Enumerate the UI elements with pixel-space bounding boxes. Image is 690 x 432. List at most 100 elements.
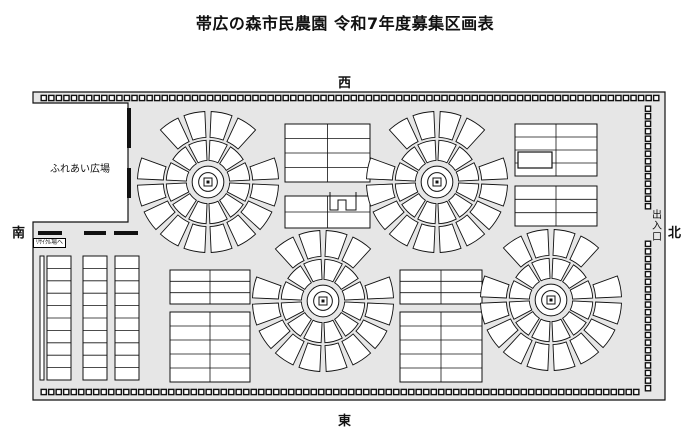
fence-segment-west xyxy=(184,94,191,102)
fence-segment-west xyxy=(123,94,131,102)
circle-cluster-4-plot xyxy=(486,318,519,349)
fence-segment-west xyxy=(138,94,146,102)
circle-cluster-3-plot xyxy=(274,236,305,269)
fence-segment-east xyxy=(602,388,610,396)
fence-segment-west xyxy=(547,94,554,102)
fence-segment-north-upper xyxy=(644,112,652,120)
fence-segment-west xyxy=(214,94,221,102)
circle-cluster-4-plot xyxy=(502,235,533,268)
circle-cluster-2-plot xyxy=(394,162,419,182)
circle-cluster-2-plot xyxy=(366,183,396,207)
fence-segment-east xyxy=(152,388,160,396)
fence-segment-east xyxy=(272,388,280,396)
fence-segment-east xyxy=(212,388,220,396)
circle-cluster-1-plot xyxy=(226,214,257,247)
fence-segment-east xyxy=(587,388,595,396)
circle-cluster-3-plot xyxy=(298,342,322,372)
fence-segment-east xyxy=(310,388,318,396)
fence-segment-east xyxy=(415,388,423,396)
fence-segment-east xyxy=(505,388,513,396)
circle-cluster-4-plot xyxy=(508,300,533,320)
circle-cluster-4-plot xyxy=(569,300,594,320)
circle-cluster-3-plot xyxy=(258,319,291,350)
circle-cluster-1-plot xyxy=(188,200,208,225)
fence-segment-west xyxy=(108,94,116,102)
fence-segment-west xyxy=(584,94,592,102)
circle-cluster-3-plot xyxy=(252,276,282,300)
fence-segment-east xyxy=(265,388,273,396)
fence-segment-east xyxy=(137,388,145,396)
fence-segment-west xyxy=(615,94,622,102)
circle-cluster-4-plot xyxy=(569,332,600,365)
fence-segment-west xyxy=(93,94,101,102)
fence-segment-west xyxy=(229,94,237,102)
circle-cluster-2-plot xyxy=(366,157,396,181)
fence-segment-west xyxy=(176,94,184,102)
fence-segment-east xyxy=(475,388,483,396)
circle-cluster-4-plot xyxy=(552,341,576,371)
fence-segment-north-lower xyxy=(644,324,652,331)
fence-segment-east xyxy=(617,388,625,396)
fence-segment-west xyxy=(85,94,93,102)
fence-segment-north-upper xyxy=(644,165,652,173)
fence-segment-east xyxy=(55,388,63,396)
south-fence-bar xyxy=(38,231,62,235)
fence-segment-east xyxy=(467,388,475,396)
fence-segment-east xyxy=(122,388,130,396)
fence-segment-west xyxy=(531,94,539,102)
fence-segment-west xyxy=(463,94,471,102)
fence-segment-west xyxy=(448,94,456,102)
fence-segment-east xyxy=(242,388,250,396)
circle-cluster-2-plot xyxy=(478,183,508,207)
fence-segment-west xyxy=(652,94,660,102)
fence-segment-east xyxy=(572,388,580,396)
fence-segment-west xyxy=(169,94,176,102)
fence-segment-west xyxy=(327,94,335,102)
fence-segment-west xyxy=(539,94,547,102)
fence-segment-north-lower xyxy=(644,286,652,293)
fence-segment-west xyxy=(509,94,516,102)
fence-segment-west xyxy=(486,94,494,102)
circle-cluster-2-plot xyxy=(437,200,457,225)
fence-segment-west xyxy=(161,94,169,102)
plot-edge-strip xyxy=(39,255,45,381)
fence-segment-north-lower xyxy=(644,346,652,354)
fence-segment-east xyxy=(182,388,190,396)
fence-segment-west xyxy=(350,94,358,102)
fence-segment-east xyxy=(62,388,70,396)
fence-segment-north-lower xyxy=(644,263,652,270)
fence-segment-west xyxy=(146,94,153,102)
circle-cluster-3-plot xyxy=(298,230,322,260)
fence-segment-east xyxy=(250,388,258,396)
fence-segment-north-lower xyxy=(644,293,652,301)
circle-cluster-1-plot xyxy=(143,200,176,231)
fence-segment-west xyxy=(388,94,395,102)
fence-segment-west xyxy=(342,94,350,102)
circle-cluster-1-plot xyxy=(183,223,207,253)
fence-segment-east xyxy=(625,388,633,396)
circle-cluster-1-plot xyxy=(165,162,190,182)
circle-cluster-4-plot xyxy=(531,318,551,343)
fence-segment-east xyxy=(340,388,348,396)
circle-cluster-4-plot xyxy=(508,280,533,300)
fence-segment-east xyxy=(490,388,498,396)
fence-segment-east xyxy=(295,388,303,396)
fence-segment-west xyxy=(630,94,637,102)
circle-cluster-2-plot xyxy=(455,117,486,150)
circle-cluster-2-plot xyxy=(412,111,436,141)
fence-segment-east xyxy=(595,388,603,396)
circle-cluster-1-plot xyxy=(249,157,279,181)
circle-cluster-4-plot xyxy=(526,229,550,259)
fence-segment-west xyxy=(312,94,320,102)
fence-segment-west xyxy=(433,94,441,102)
fence-segment-west xyxy=(554,94,562,102)
circle-cluster-4-plot xyxy=(531,257,551,282)
circle-cluster-2-plot xyxy=(401,193,426,218)
circle-cluster-1-plot xyxy=(209,223,233,253)
circle-cluster-1-plot xyxy=(226,182,251,202)
circle-cluster-2-plot xyxy=(448,146,473,171)
fence-segment-north-lower xyxy=(644,270,652,278)
fence-segment-west xyxy=(380,94,388,102)
fence-segment-west xyxy=(562,94,569,102)
